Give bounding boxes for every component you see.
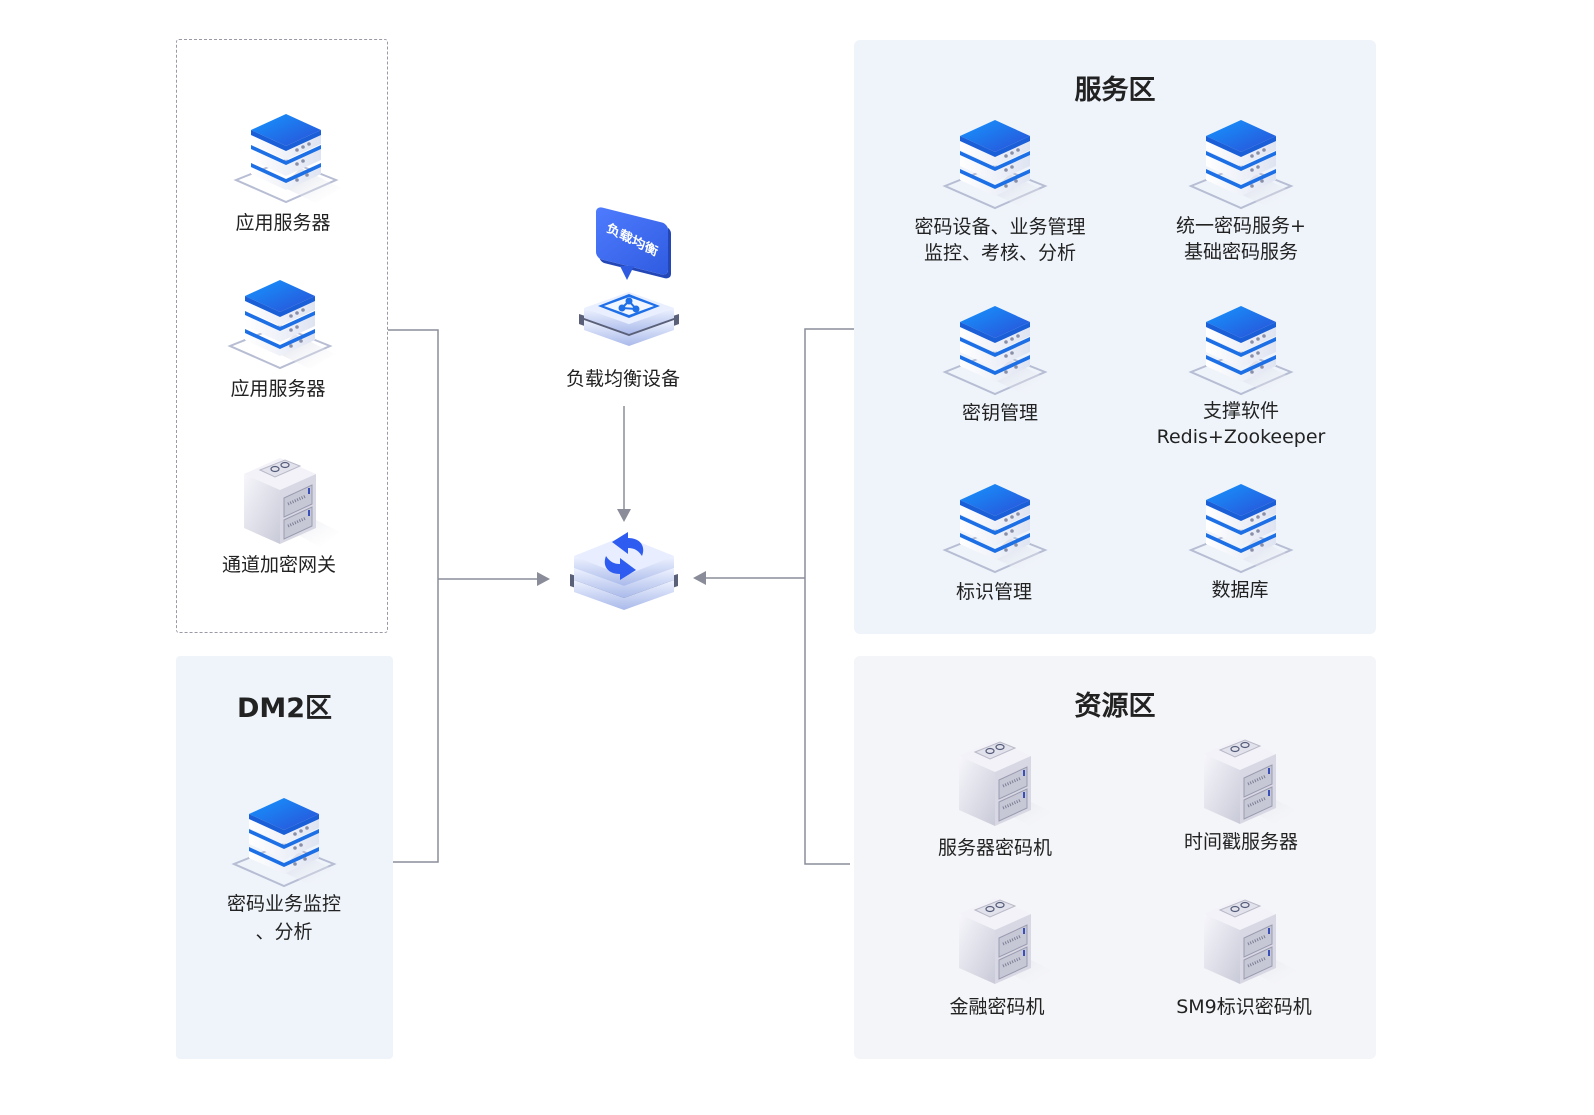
node-label: 统一密码服务+ 基础密码服务	[1176, 215, 1306, 263]
arrowhead-down	[617, 509, 631, 522]
app-server-group	[176, 39, 388, 633]
service-zone: 服务区	[854, 40, 1376, 634]
hardware-box-icon	[230, 452, 340, 552]
resource-zone: 资源区	[854, 656, 1376, 1059]
server-stack-icon	[231, 108, 341, 208]
sync-hub-icon	[570, 532, 678, 610]
server-stack-icon	[1186, 114, 1296, 214]
node-label: 数据库	[1211, 579, 1269, 601]
node-label: 密码业务监控 、分析	[226, 893, 342, 943]
dm2-zone: DM2区	[176, 656, 393, 1059]
node-label: 金融密码机	[949, 996, 1045, 1018]
node-label: 时间戳服务器	[1183, 831, 1299, 853]
server-stack-icon	[940, 478, 1050, 578]
arrowhead-right	[537, 572, 550, 586]
node-label: 支撑软件 Redis+Zookeeper	[1156, 400, 1326, 448]
server-stack-icon	[940, 300, 1050, 400]
node-label: SM9标识密码机	[1176, 996, 1312, 1018]
load-balancer-label: 负载均衡设备	[565, 368, 681, 390]
hardware-box-icon	[1190, 892, 1300, 992]
hardware-box-icon	[945, 892, 1055, 992]
bubble-tail	[620, 266, 634, 280]
node-label: 通道加密网关	[221, 554, 337, 576]
server-stack-icon	[940, 114, 1050, 214]
node-label: 密钥管理	[961, 402, 1039, 424]
arrowhead-left	[693, 571, 706, 585]
node-label: 服务器密码机	[937, 837, 1053, 859]
load-balancer-icon	[579, 292, 679, 346]
node-label: 标识管理	[955, 581, 1033, 603]
connector-left-group	[388, 329, 439, 863]
node-label: 应用服务器	[230, 378, 326, 400]
server-stack-icon	[229, 792, 339, 892]
server-stack-icon	[1186, 300, 1296, 400]
server-stack-icon	[1186, 478, 1296, 578]
node-label: 密码设备、业务管理 监控、考核、分析	[914, 216, 1086, 264]
service-zone-title: 服务区	[1074, 75, 1156, 106]
hardware-box-icon	[945, 734, 1055, 834]
dm2-zone-title: DM2区	[236, 693, 333, 724]
node-label: 应用服务器	[235, 212, 331, 234]
resource-zone-title: 资源区	[1074, 691, 1156, 722]
hardware-box-icon	[1190, 732, 1300, 832]
server-stack-icon	[225, 274, 335, 374]
connector-right-group	[804, 328, 854, 865]
